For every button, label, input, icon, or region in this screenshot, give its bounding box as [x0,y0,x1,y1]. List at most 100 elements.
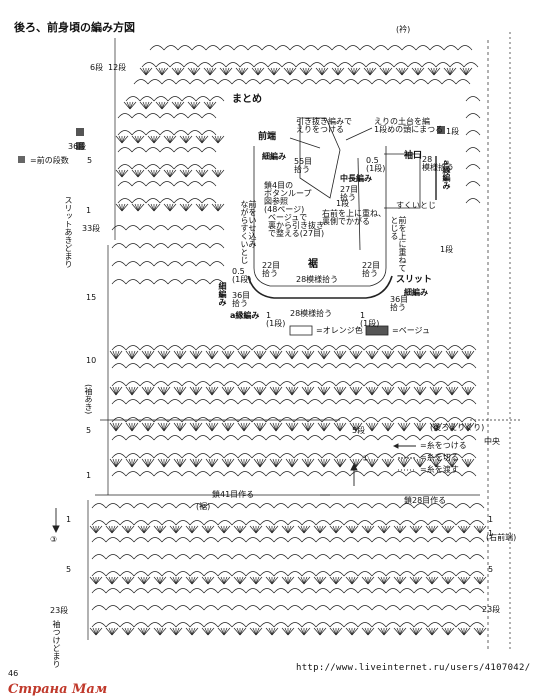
upper-fan [465,67,470,76]
mid-arc [167,243,183,249]
lower-fan [179,458,187,468]
hem-fan [431,576,436,585]
lower-fan [112,458,117,468]
hem-arc [301,503,317,509]
lower-arc [307,471,323,477]
lower-fan [451,386,456,396]
hem-fan [425,576,433,585]
hem-fan [345,525,353,534]
lower-arc [307,345,323,351]
lower-arc [195,399,211,405]
lower-arc [461,399,477,405]
upper-arc [163,45,179,51]
hem-fan [172,525,177,534]
lower-fan [384,386,389,396]
hem-arc [259,605,275,611]
lower-fan [179,386,184,396]
upper-arc [359,45,375,51]
lower-arc [447,345,463,351]
source-url[interactable]: http://www.liveinternet.ru/users/4107042… [296,663,531,673]
upper-fan [241,67,249,76]
watermark-logo: Страна Мам [8,682,108,697]
hem-fan [367,525,375,534]
pick-05: 0.5 (1段) [366,156,386,173]
upper-arc [145,198,161,204]
upper-arc [231,79,247,85]
lower-fan [451,386,459,396]
lower-arc [125,381,141,387]
upper-fan [369,67,374,76]
lower-fan [323,386,331,396]
lower-arc [251,453,267,459]
lower-arc [125,399,141,405]
lower-arc [419,399,435,405]
hem-fan [233,525,241,534]
lower-fan [467,350,472,360]
upper-arc [159,147,175,153]
pick-27: 27目 拾う [340,185,359,202]
hem-arc [357,622,373,628]
upper-arc [131,113,147,119]
hem-fan [111,576,116,585]
hem-fan [393,525,401,534]
hem-arc [329,588,345,594]
hem-fan [95,576,103,585]
hem-fan [399,627,404,636]
hem-fan [223,576,228,585]
upper-fan [217,135,225,144]
upper-fan [217,135,222,144]
lower-arc [321,399,337,405]
lower-arc [293,417,309,423]
hem-fan [316,576,321,585]
lower-fan [413,458,421,468]
hem-arc [371,503,387,509]
row-mark-right-5b: 5 [488,565,494,574]
hem-fan [300,627,305,636]
hem-arc [469,503,485,509]
upper-fan [201,203,209,212]
lower-arc [237,381,253,387]
upper-arc [225,62,241,68]
hem-fan [335,627,343,636]
upper-fan [137,203,145,212]
lower-fan [320,458,325,468]
hem-arc [413,520,429,526]
lower-arc [461,417,477,423]
hem-fan [143,627,148,636]
legend-pass: =糸を渡す [420,465,459,474]
lower-arc [279,381,295,387]
hem-fan [447,576,452,585]
hem-fan [143,525,151,534]
lower-fan [419,386,424,396]
lower-fan [272,350,277,360]
hem-arc [441,537,457,543]
upper-fan [118,169,123,178]
hem-fan [121,576,129,585]
hem-arc [217,622,233,628]
hem-fan [335,525,343,534]
hem-arc [329,520,345,526]
mid-arc [167,261,183,267]
upper-arc [195,96,211,102]
lower-arc [195,381,211,387]
lower-fan [243,386,251,396]
lower-fan [211,350,216,360]
lower-fan [131,458,136,468]
upper-arc [175,79,191,85]
lower-fan [285,386,293,396]
lower-fan [291,350,299,360]
lower-fan [317,350,325,360]
lower-arc [265,399,281,405]
upper-fan [201,135,209,144]
hem-fan [335,525,340,534]
hem-arc [315,622,331,628]
lower-fan [243,458,248,468]
hem-fan [383,627,391,636]
lower-fan [368,350,373,360]
upper-arc [159,130,175,136]
hem-arc [427,571,443,577]
hem-fan [335,627,340,636]
lower-fan [467,386,475,396]
hem-arc [147,554,163,560]
hem-fan [313,576,321,585]
